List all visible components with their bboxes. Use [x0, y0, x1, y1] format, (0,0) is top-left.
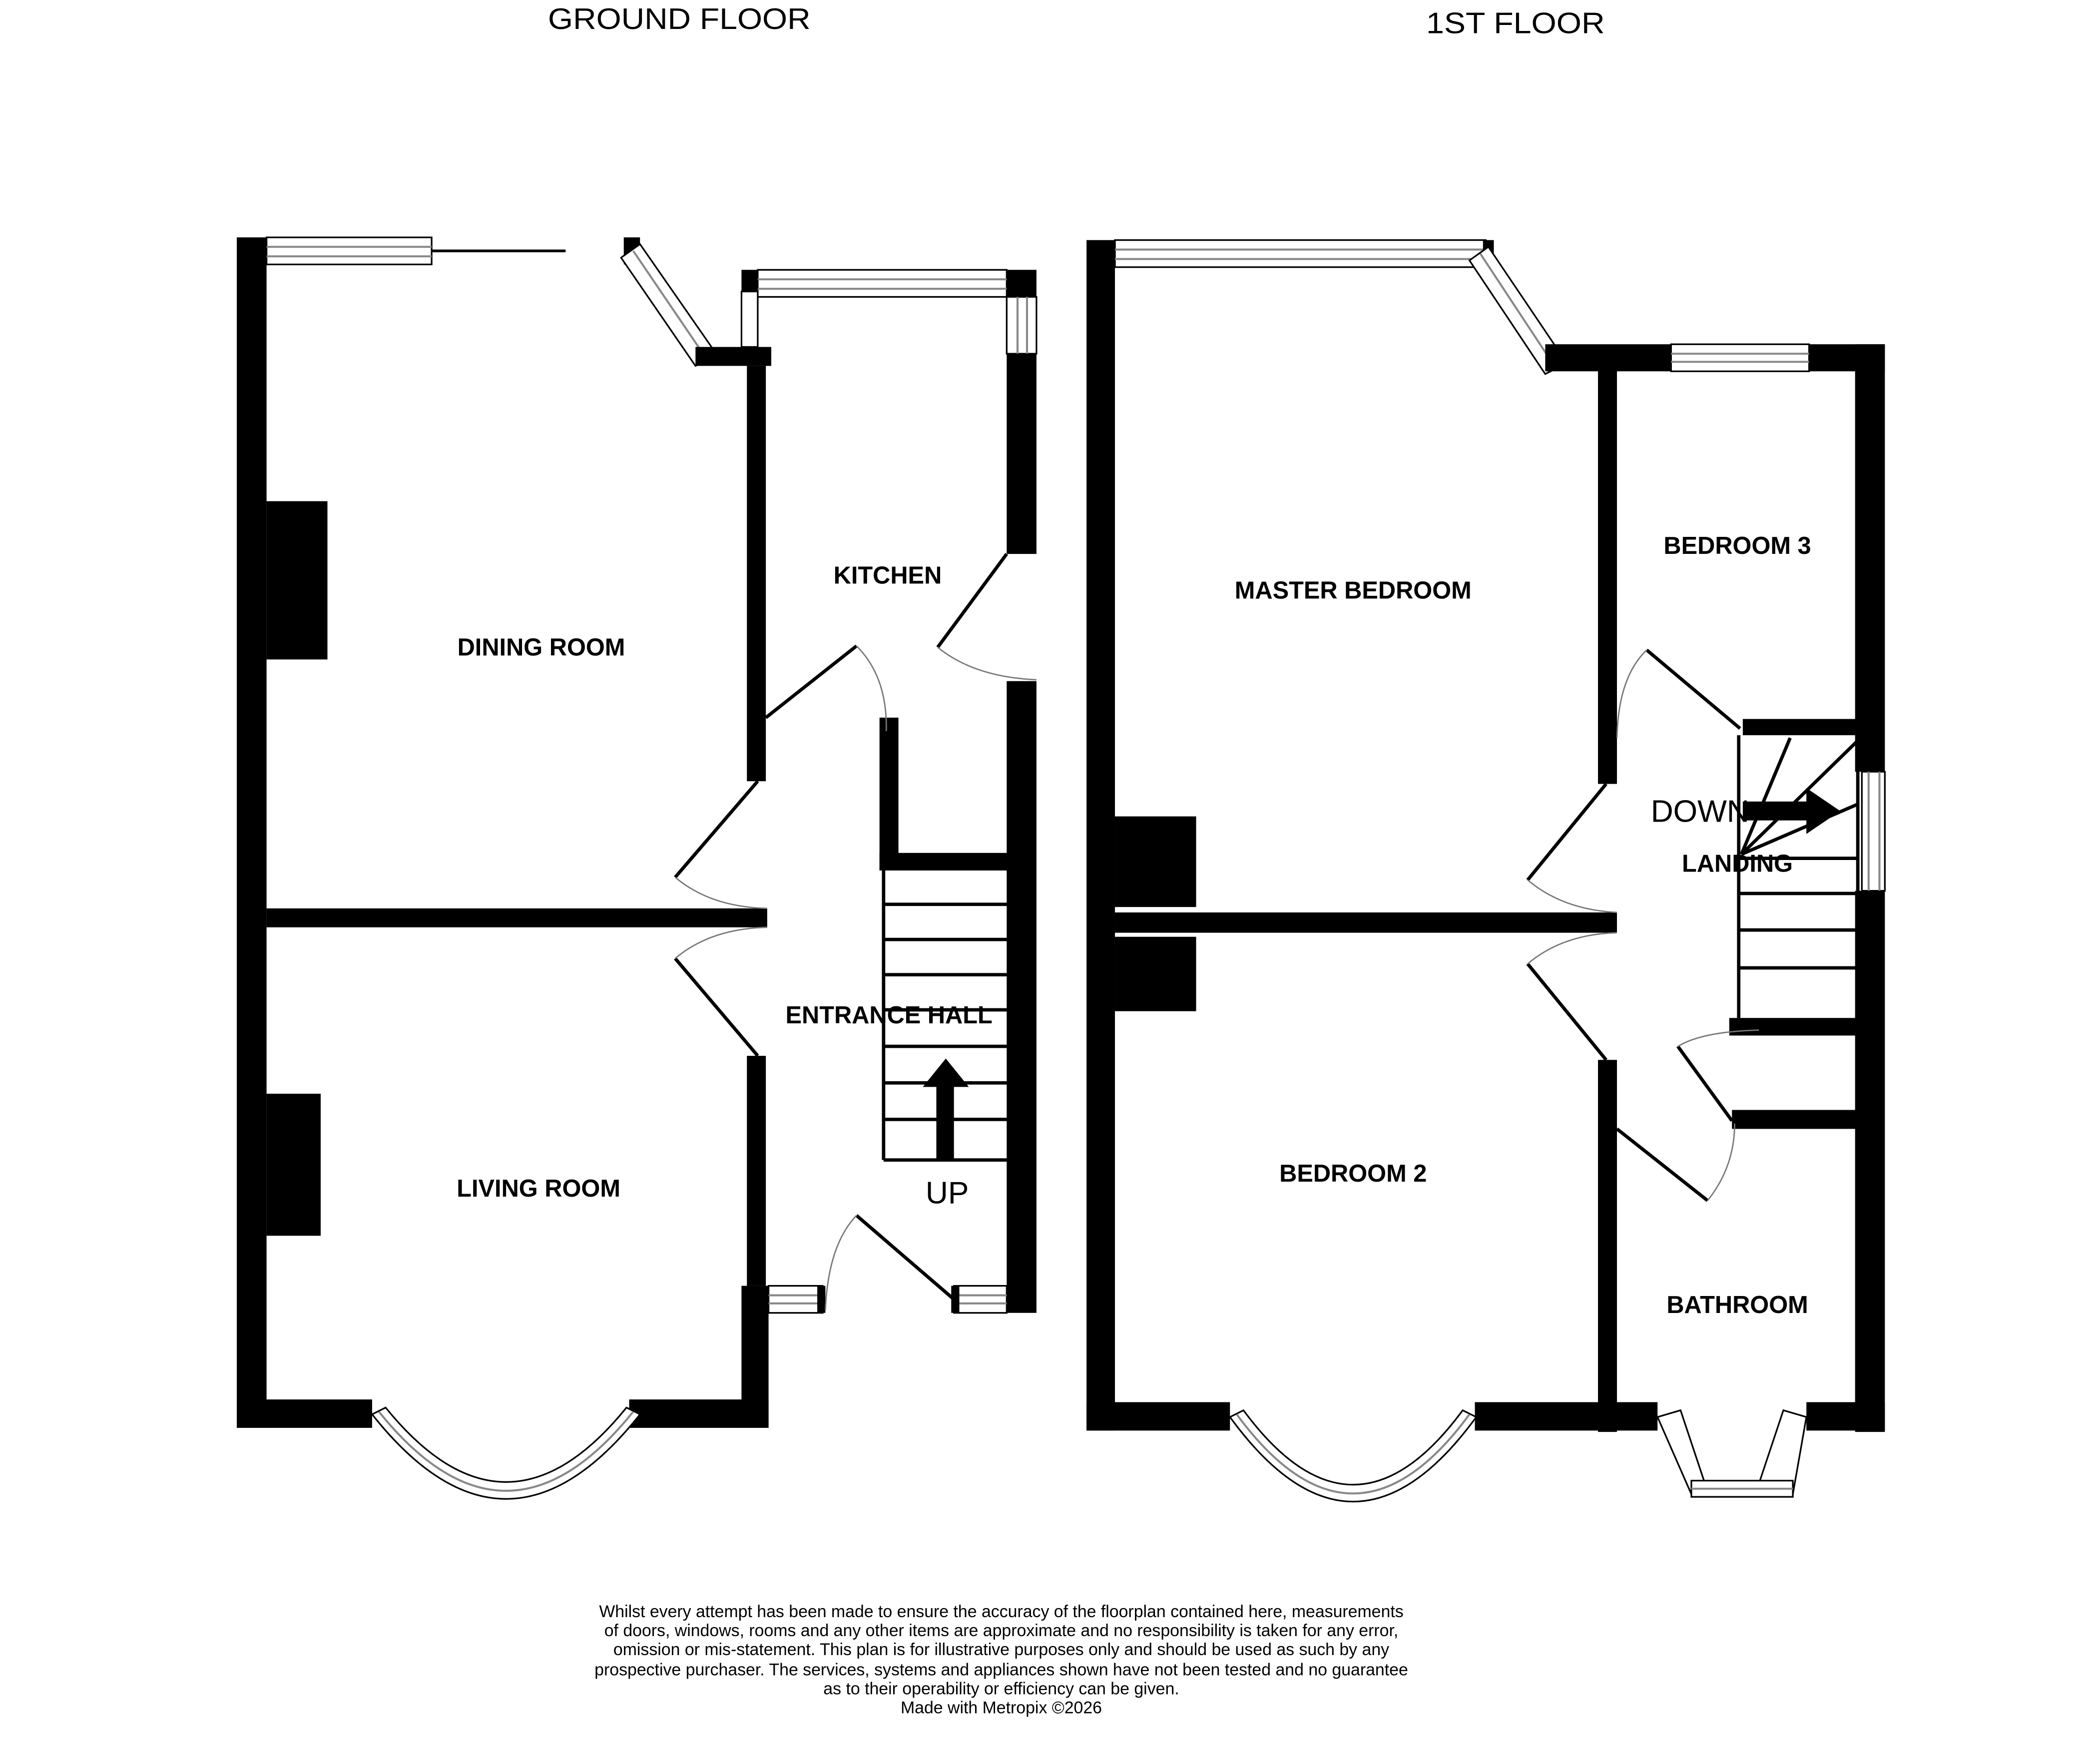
ground-floor-plan: DINING ROOM KITCHEN ENTRANCE HALL LIVING… — [237, 236, 1038, 1500]
disclaimer: Whilst every attempt has been made to en… — [594, 1602, 1408, 1717]
first-floor-stairs — [1737, 735, 1860, 1018]
disclaimer-line: as to their operability or efficiency ca… — [823, 1680, 1179, 1699]
room-label-bathroom: BATHROOM — [1666, 1292, 1808, 1318]
first-floor-title: 1ST FLOOR — [1426, 6, 1605, 39]
up-arrow-icon — [923, 1058, 969, 1160]
first-floor-plan: MASTER BEDROOM BEDROOM 3 LANDING BEDROOM… — [1086, 239, 1886, 1503]
room-label-dining-room: DINING ROOM — [458, 634, 625, 661]
room-label-bedroom-2: BEDROOM 2 — [1279, 1160, 1427, 1187]
room-label-kitchen: KITCHEN — [834, 562, 942, 589]
stairs-down-label: DOWN — [1651, 794, 1749, 829]
room-label-bedroom-3: BEDROOM 3 — [1663, 532, 1811, 559]
ground-floor-title: GROUND FLOOR — [548, 2, 811, 35]
ground-stairs — [882, 870, 1010, 1162]
metropix-credit: Made with Metropix ©2026 — [901, 1699, 1102, 1718]
disclaimer-line: of doors, windows, rooms and any other i… — [604, 1621, 1399, 1640]
stairs-up-label: UP — [926, 1176, 969, 1210]
room-label-landing: LANDING — [1682, 851, 1793, 877]
disclaimer-line: omission or mis-statement. This plan is … — [613, 1640, 1389, 1659]
room-label-living-room: LIVING ROOM — [457, 1175, 620, 1202]
disclaimer-line: prospective purchaser. The services, sys… — [594, 1661, 1408, 1680]
disclaimer-line: Whilst every attempt has been made to en… — [599, 1602, 1403, 1621]
room-label-entrance-hall: ENTRANCE HALL — [785, 1002, 992, 1029]
room-label-master-bedroom: MASTER BEDROOM — [1235, 577, 1472, 604]
down-arrow-icon — [1742, 788, 1840, 834]
